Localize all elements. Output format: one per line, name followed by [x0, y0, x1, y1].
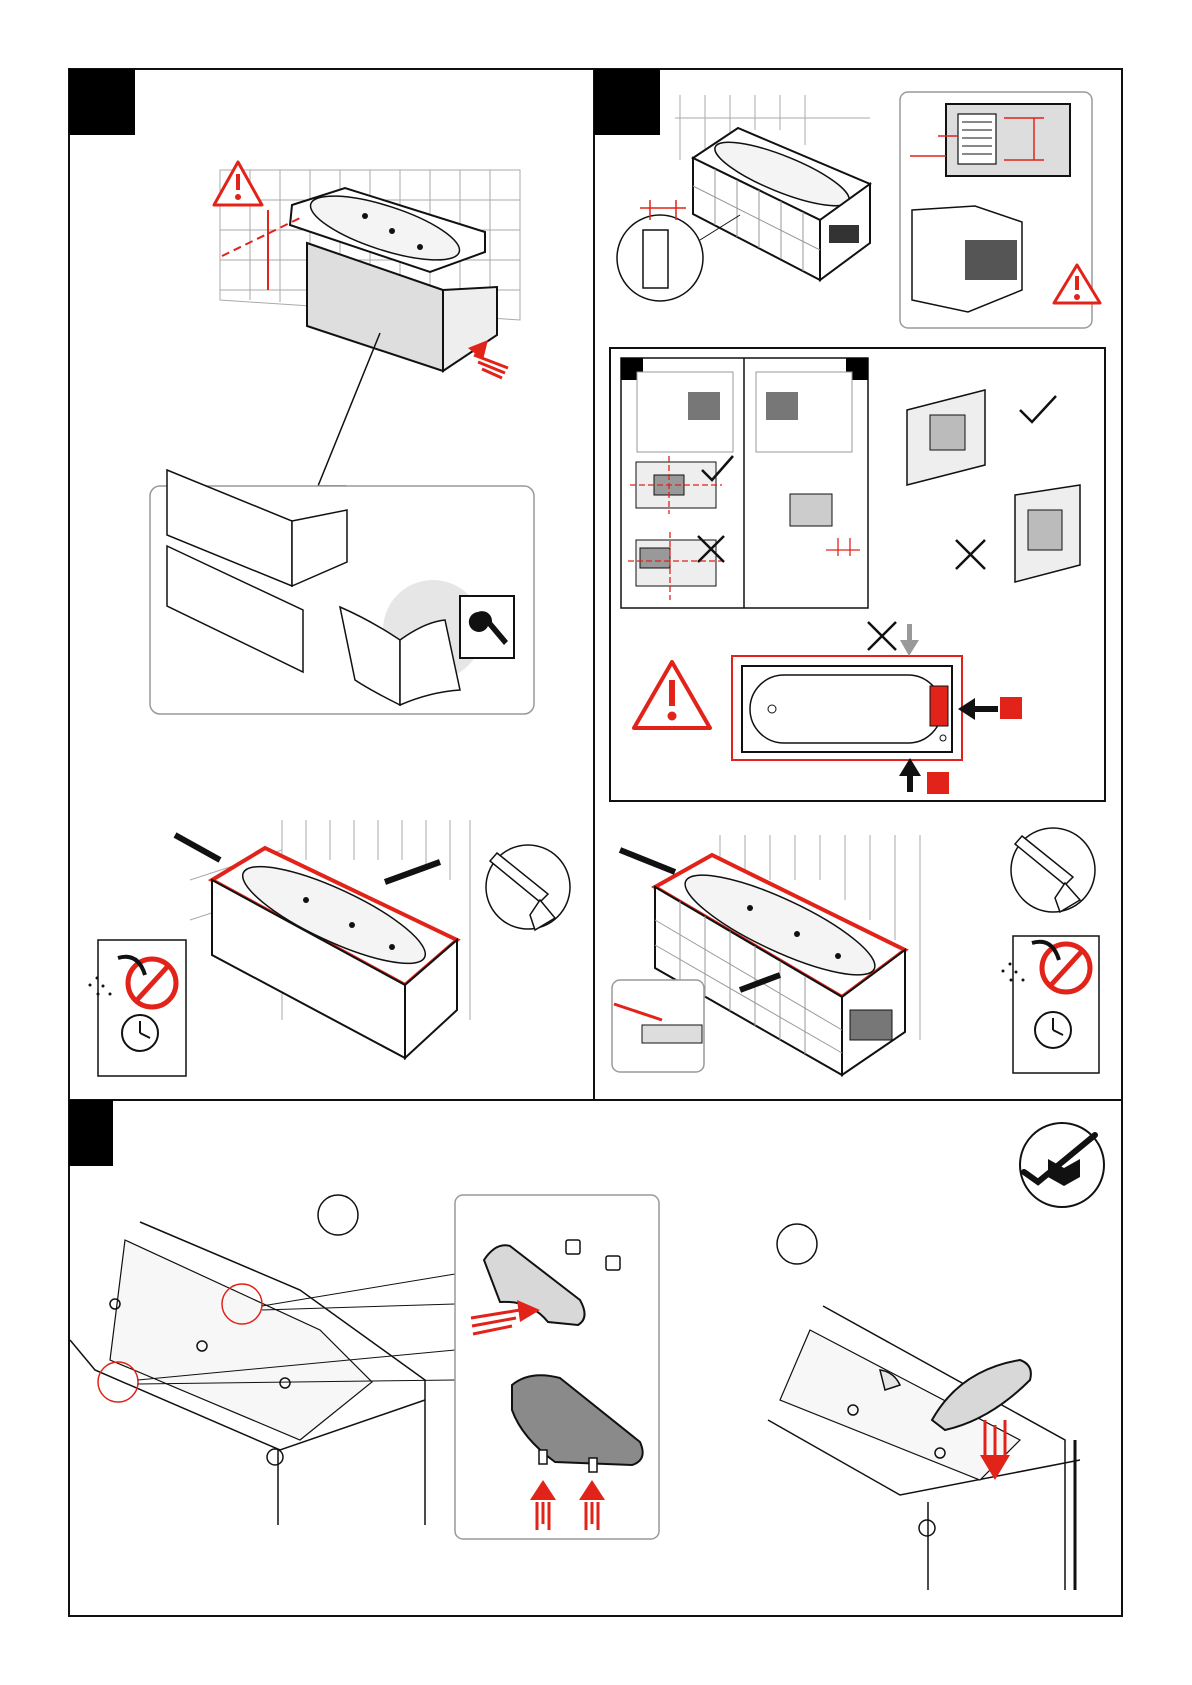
- tiled-installation-illustration: [617, 92, 1100, 328]
- step-tab-3: [69, 1100, 113, 1166]
- silicone-gun-icon: [1011, 828, 1095, 912]
- handles-illustration: [70, 1123, 1104, 1590]
- step-tab-2: [594, 69, 660, 135]
- red-square-marker-icon: [1000, 697, 1022, 719]
- sealing-tiled-illustration: [612, 828, 1099, 1075]
- wrench-icon: [460, 596, 514, 658]
- red-arrow-icon: [468, 340, 508, 378]
- grille-placement-box: [610, 348, 1105, 801]
- allen-key-icon: [1020, 1123, 1104, 1207]
- step-tab-1: [69, 69, 135, 135]
- panel-fitting-illustration: [150, 162, 534, 714]
- red-square-marker-icon: [927, 772, 949, 794]
- substep-bubble: [318, 1195, 358, 1235]
- clock-icon: [122, 1015, 158, 1051]
- silicone-gun-icon: [486, 845, 570, 930]
- sealing-panel-illustration: [89, 820, 571, 1076]
- clock-icon: [1035, 1012, 1071, 1048]
- top-view-bathtub-icon: [732, 656, 962, 760]
- substep-bubble: [777, 1224, 817, 1264]
